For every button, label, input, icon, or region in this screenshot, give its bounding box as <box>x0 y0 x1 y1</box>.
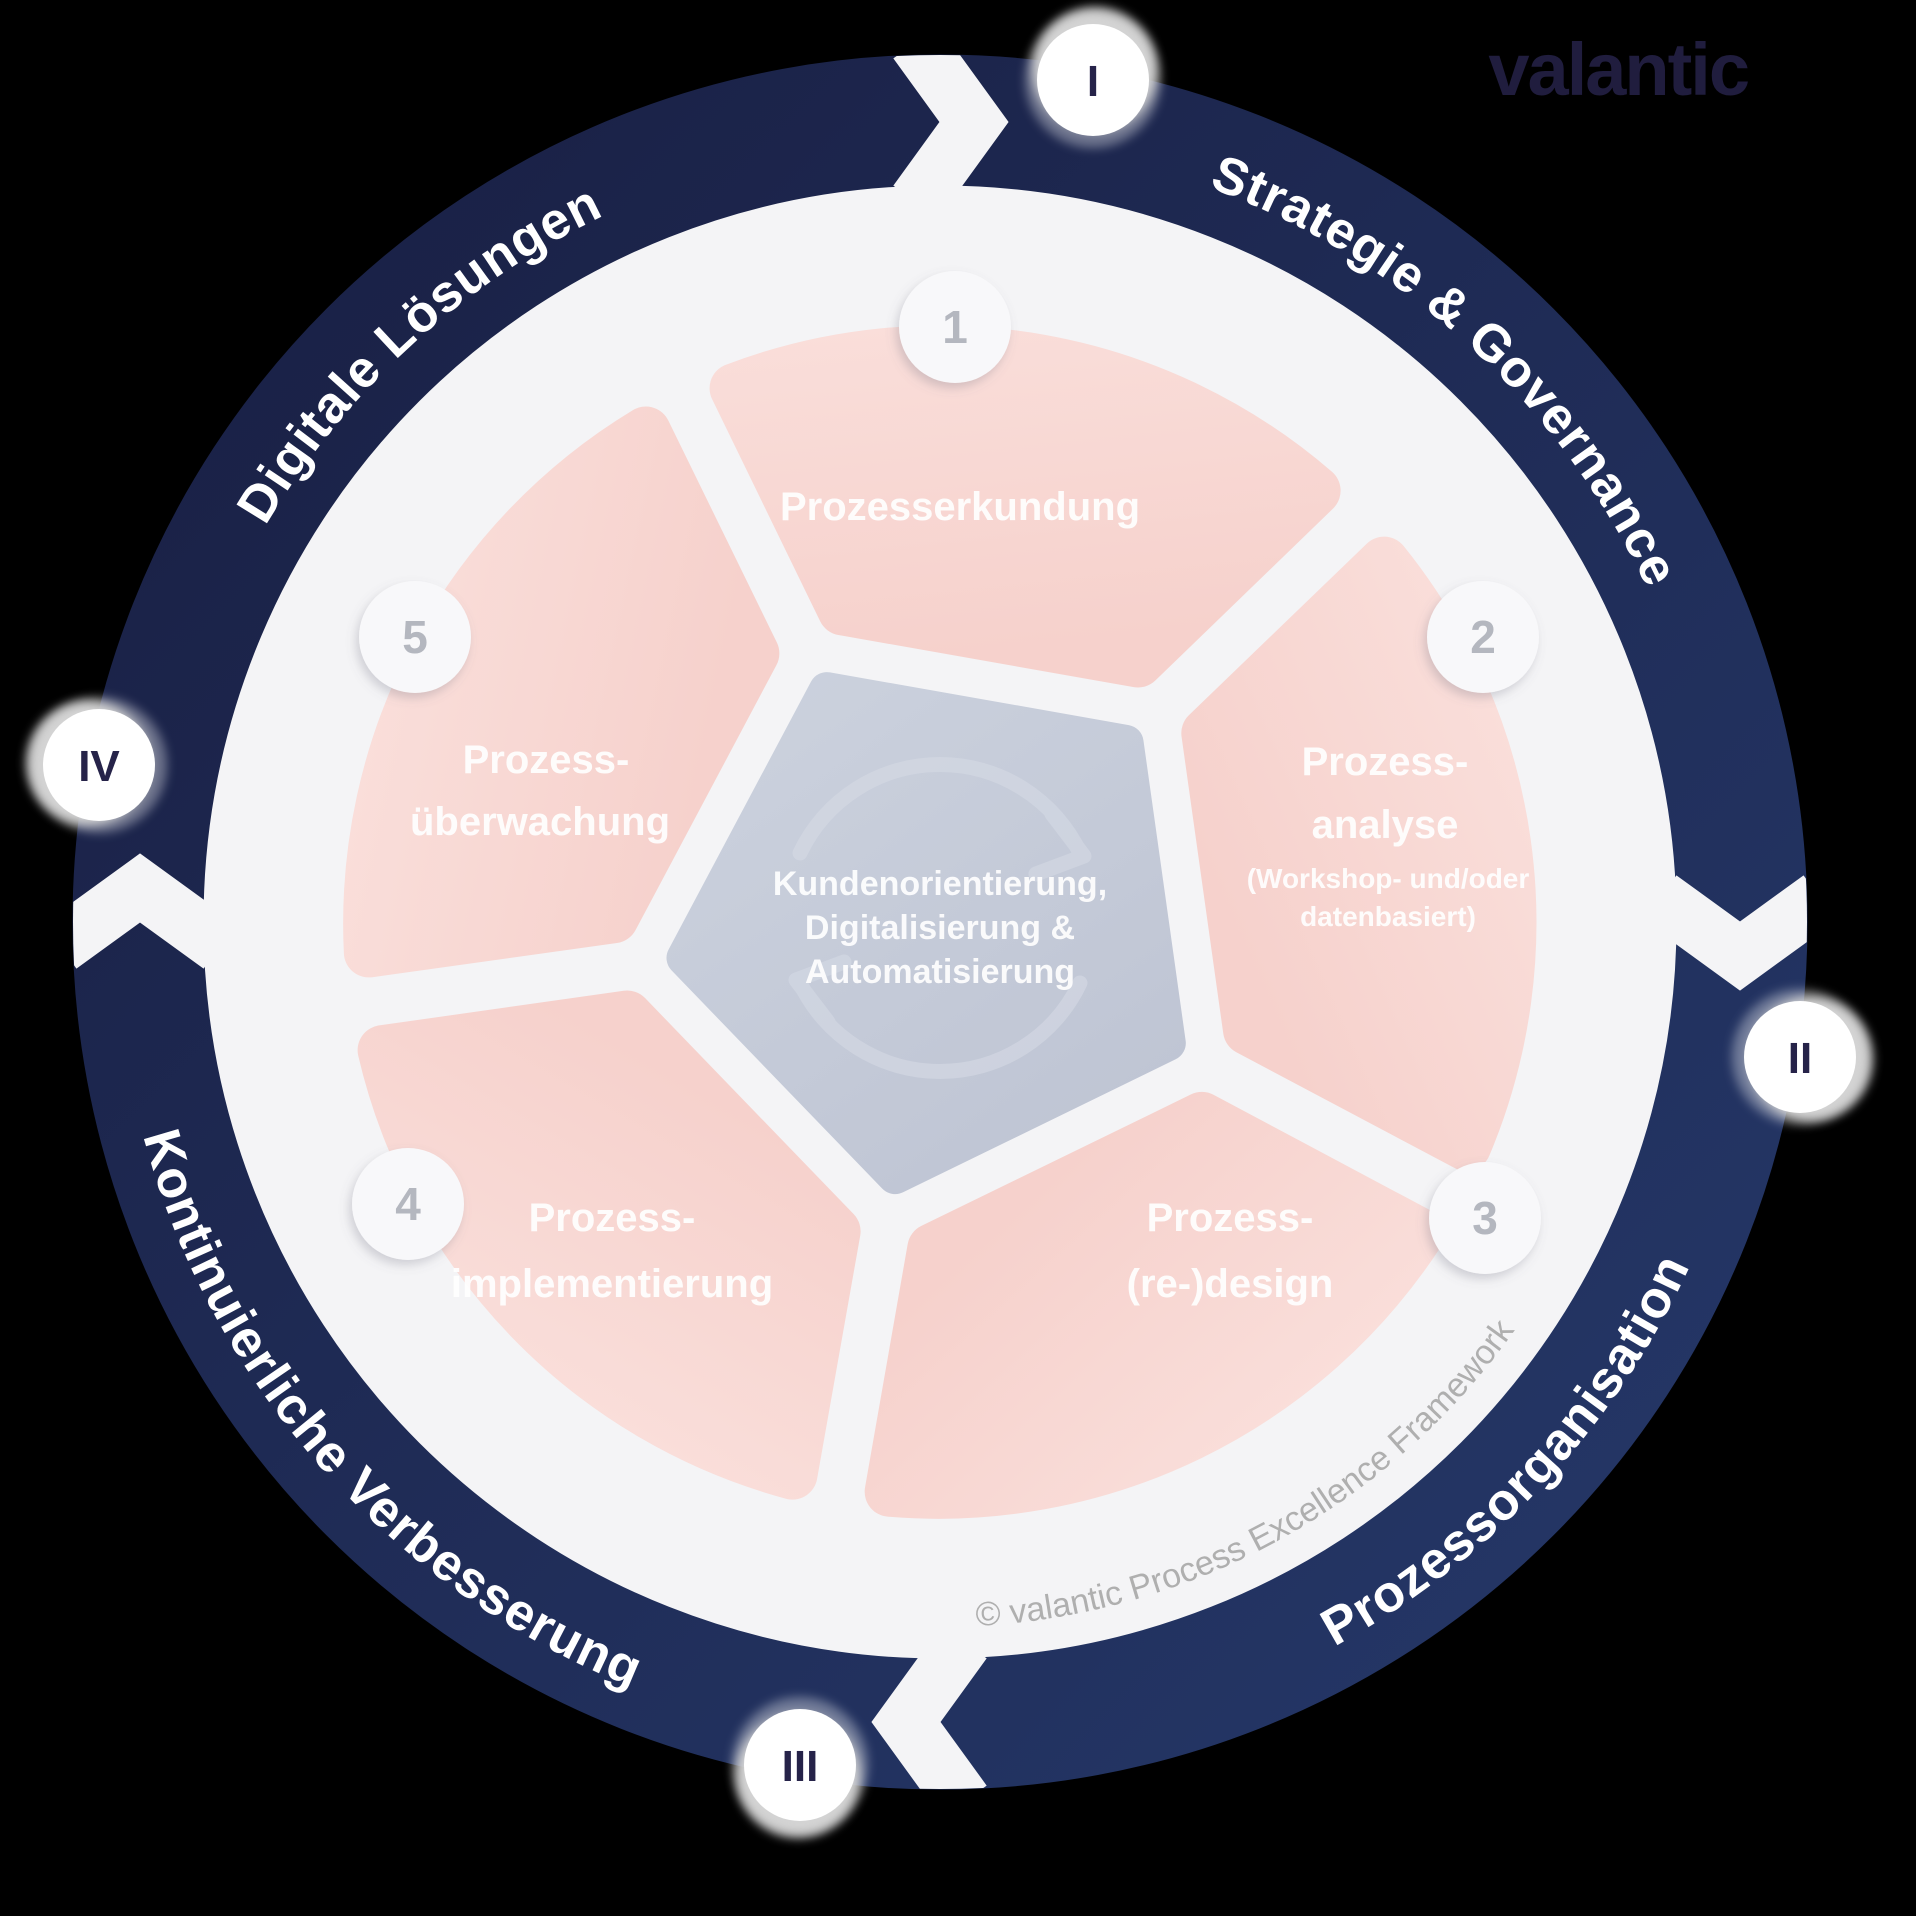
phase-1-numeral: I <box>1087 57 1099 106</box>
chevron-right-icon <box>893 55 1009 219</box>
step-3-number: 3 <box>1472 1192 1498 1244</box>
segment-3-title-line1: Prozess- <box>1147 1196 1314 1240</box>
segment-1-prozesserkundung <box>709 325 1341 688</box>
phase-3-numeral: III <box>782 1742 819 1791</box>
segment-3-prozess-redesign <box>864 1091 1445 1519</box>
segment-4-prozessimplementierung <box>357 990 861 1500</box>
step-5-number: 5 <box>402 611 428 663</box>
step-number-badges: 1 2 3 4 5 <box>352 271 1541 1274</box>
step-5-badge <box>359 581 471 693</box>
chevron-left-icon <box>871 1625 987 1789</box>
ring-chevrons <box>73 55 1807 1789</box>
segment-4-title-line2: implementierung <box>451 1262 773 1306</box>
segment-3-title-line2: (re-)design <box>1127 1262 1334 1306</box>
step-2-number: 2 <box>1470 611 1496 663</box>
center-line-3: Automatisierung <box>805 953 1075 991</box>
segment-1-title: Prozesserkundung <box>780 485 1140 529</box>
center-line-1: Kundenorientierung, <box>773 865 1107 903</box>
segment-2-title-line1: Prozess- <box>1302 740 1469 784</box>
phase-4-numeral: IV <box>78 742 120 791</box>
phase-2-numeral: II <box>1788 1034 1812 1083</box>
step-4-badge <box>352 1148 464 1260</box>
cycle-arrows-icon <box>788 757 1092 1079</box>
step-3-badge <box>1429 1162 1541 1274</box>
segment-2-subtitle-line2: datenbasiert) <box>1300 901 1476 932</box>
step-1-badge <box>899 271 1011 383</box>
phase-1-badge <box>1037 24 1149 136</box>
phase-4-badge <box>43 709 155 821</box>
chevron-down-icon <box>1643 875 1807 991</box>
segment-4-title-line1: Prozess- <box>529 1196 696 1240</box>
segment-2-title-line2: analyse <box>1312 803 1459 847</box>
phase-numeral-badges: I II III IV <box>26 7 1873 1838</box>
segment-5-title-line2: überwachung <box>410 800 670 844</box>
center-line-2: Digitalisierung & <box>805 909 1075 947</box>
segment-labels: Prozesserkundung Prozess- analyse (Works… <box>410 485 1529 1306</box>
center-text: Kundenorientierung, Digitalisierung & Au… <box>773 865 1107 991</box>
phase-2-badge <box>1744 1001 1856 1113</box>
step-2-badge <box>1427 581 1539 693</box>
phase-3-badge <box>744 1709 856 1821</box>
segment-5-title-line1: Prozess- <box>463 738 630 782</box>
segment-2-subtitle-line1: (Workshop- und/oder <box>1247 863 1530 894</box>
step-1-number: 1 <box>942 301 968 353</box>
chevron-up-icon <box>73 853 237 969</box>
step-4-number: 4 <box>395 1178 421 1230</box>
valantic-logo: valantic <box>1488 28 1748 111</box>
